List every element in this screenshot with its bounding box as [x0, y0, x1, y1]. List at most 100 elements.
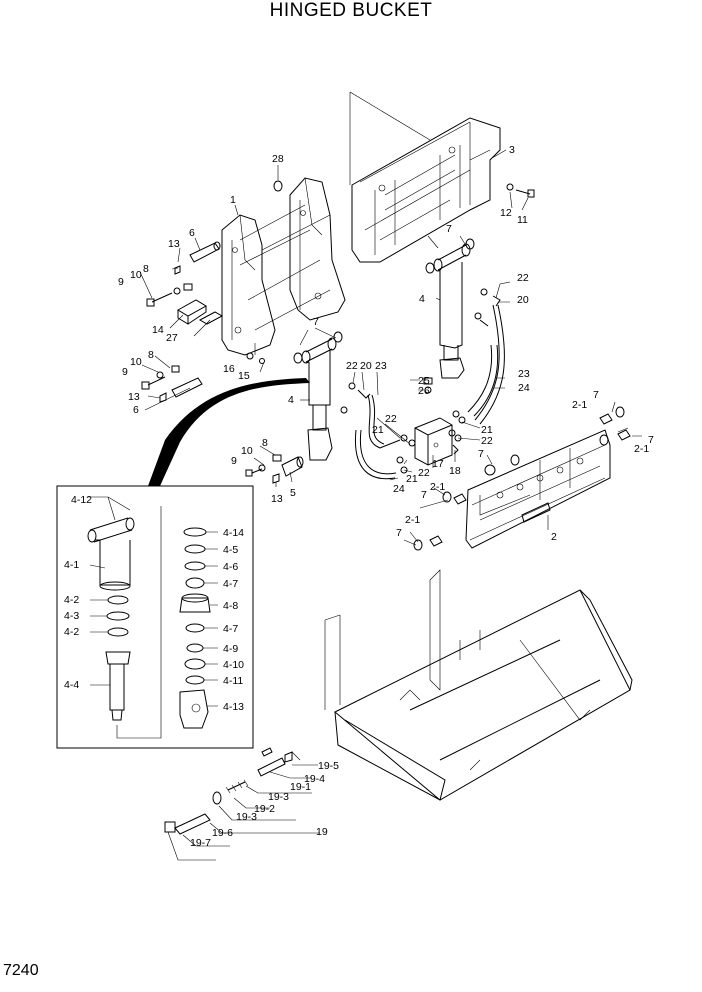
label-7-right-cyl: 7 [446, 223, 452, 235]
label-28: 28 [272, 153, 284, 165]
label-2: 2 [551, 531, 557, 543]
label-21-right: 21 [481, 424, 493, 436]
bucket [324, 569, 633, 801]
label-4-1: 4-1 [64, 559, 79, 571]
label-4-6: 4-6 [223, 561, 238, 573]
label-19: 19 [316, 826, 328, 838]
leader-lines [89, 149, 642, 861]
label-13-bottom: 13 [271, 493, 283, 505]
hose-part-24-right [474, 304, 505, 425]
label-10-lower: 10 [130, 356, 142, 368]
diagram-title: HINGED BUCKET [269, 0, 433, 21]
label-4-14: 4-14 [223, 527, 244, 539]
label-18: 18 [449, 465, 461, 477]
label-4-2-lower: 4-2 [64, 626, 79, 638]
label-8-upper: 8 [143, 263, 149, 275]
label-26: 26 [418, 385, 430, 397]
label-1: 1 [230, 194, 236, 206]
plate-part-14 [177, 299, 224, 325]
bushings-part-2-1 [413, 406, 631, 551]
label-27: 27 [166, 332, 178, 344]
pin-part-6-upper [189, 241, 221, 263]
label-10-upper: 10 [130, 269, 142, 281]
label-19-3-lower: 19-3 [236, 811, 257, 823]
label-4-2-upper: 4-2 [64, 594, 79, 606]
label-22-upper: 22 [517, 272, 529, 284]
label-2-1-bracket: 2-1 [430, 481, 445, 493]
label-9-upper: 9 [118, 276, 124, 288]
label-19-7: 19-7 [190, 837, 211, 849]
bracket-part-2 [465, 429, 611, 549]
label-2-1-lower: 2-1 [405, 514, 420, 526]
label-22-lower: 22 [418, 467, 430, 479]
label-19-1: 19-1 [290, 781, 311, 793]
label-4-11: 4-11 [223, 675, 243, 687]
cylinder-part-4-left [293, 331, 343, 461]
label-4-7-lower: 4-7 [223, 623, 238, 635]
label-11: 11 [517, 214, 528, 226]
label-13-lower: 13 [128, 391, 140, 403]
label-17: 17 [432, 458, 444, 470]
frame-part-1 [221, 177, 346, 356]
label-4-4: 4-4 [64, 679, 79, 691]
label-4-13: 4-13 [223, 701, 244, 713]
part-labels: 28 1 3 6 13 8 10 9 14 27 12 11 7 22 20 4… [64, 144, 654, 849]
label-7-top-right: 7 [593, 389, 599, 401]
label-19-4: 19-4 [304, 773, 325, 785]
label-4-9: 4-9 [223, 643, 238, 655]
label-8-lower: 8 [148, 349, 154, 361]
label-9-bottom: 9 [231, 455, 237, 467]
label-4-7-upper: 4-7 [223, 578, 238, 590]
label-5: 5 [290, 487, 296, 499]
label-10-bottom: 10 [241, 445, 253, 457]
cylinder-part-4-right [425, 238, 475, 379]
label-21-mid: 21 [372, 424, 384, 436]
label-19-5: 19-5 [318, 760, 339, 772]
valve-block-part-17 [414, 417, 453, 466]
label-23-right: 23 [518, 368, 530, 380]
label-25: 25 [418, 375, 430, 387]
label-24-right: 24 [518, 382, 530, 394]
label-20-upper: 20 [517, 294, 529, 306]
label-14: 14 [152, 324, 164, 336]
label-4-3: 4-3 [64, 610, 79, 622]
label-4-10: 4-10 [223, 659, 244, 671]
inset-cylinder-detail [56, 378, 310, 749]
label-15: 15 [238, 370, 250, 382]
label-7-left-cyl: 7 [313, 316, 319, 328]
label-7-mid: 7 [478, 448, 484, 460]
label-24-left: 24 [393, 483, 405, 495]
label-4-8: 4-8 [223, 600, 238, 612]
label-19-2: 19-2 [254, 803, 275, 815]
hose-part-23-right [467, 344, 499, 417]
label-2-1-top-right: 2-1 [572, 399, 587, 411]
label-12: 12 [500, 207, 512, 219]
hose-part-23-left [367, 394, 401, 449]
label-6-upper: 6 [189, 227, 195, 239]
label-4-right: 4 [419, 293, 425, 305]
page-number: 7240 [3, 962, 39, 979]
label-22-mid: 22 [385, 413, 397, 425]
bolt-part-11 [506, 183, 535, 198]
hose-part-24-left [354, 429, 397, 480]
label-13-upper: 13 [168, 238, 180, 250]
nut-part-28 [273, 180, 283, 192]
pin-assembly-part-19 [164, 747, 293, 835]
label-22-left: 22 [346, 360, 358, 372]
label-4-left: 4 [288, 394, 294, 406]
label-4-12: 4-12 [71, 494, 92, 506]
label-19-3-upper: 19-3 [268, 791, 289, 803]
label-8-bottom: 8 [262, 437, 268, 449]
label-19-6: 19-6 [212, 827, 233, 839]
label-6-lower: 6 [133, 404, 139, 416]
back-plate-part-3 [351, 117, 501, 263]
label-2-1-far-right: 2-1 [634, 443, 649, 455]
label-7-bracket: 7 [421, 489, 427, 501]
label-21-lower: 21 [406, 473, 418, 485]
bolt-part-9-upper [146, 265, 193, 307]
label-7-far-right: 7 [648, 434, 654, 446]
label-7-lower: 7 [396, 527, 402, 539]
label-4-5: 4-5 [223, 544, 238, 556]
label-20-left: 20 [360, 360, 372, 372]
